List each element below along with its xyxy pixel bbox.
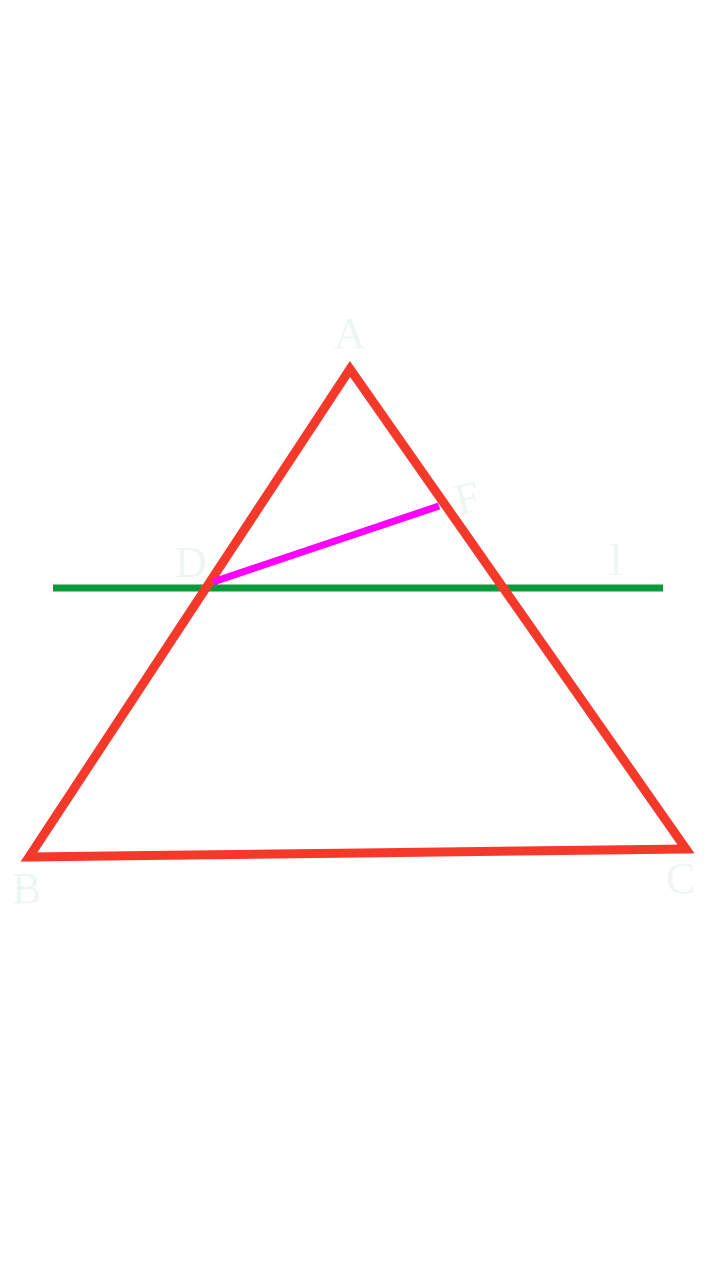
label-b: B (12, 864, 41, 913)
segment-df (211, 502, 441, 586)
label-d: D (175, 538, 207, 587)
label-c: C (666, 854, 695, 903)
triangle-abc (20, 360, 695, 862)
label-a: A (334, 309, 366, 358)
label-l: l (610, 536, 622, 585)
